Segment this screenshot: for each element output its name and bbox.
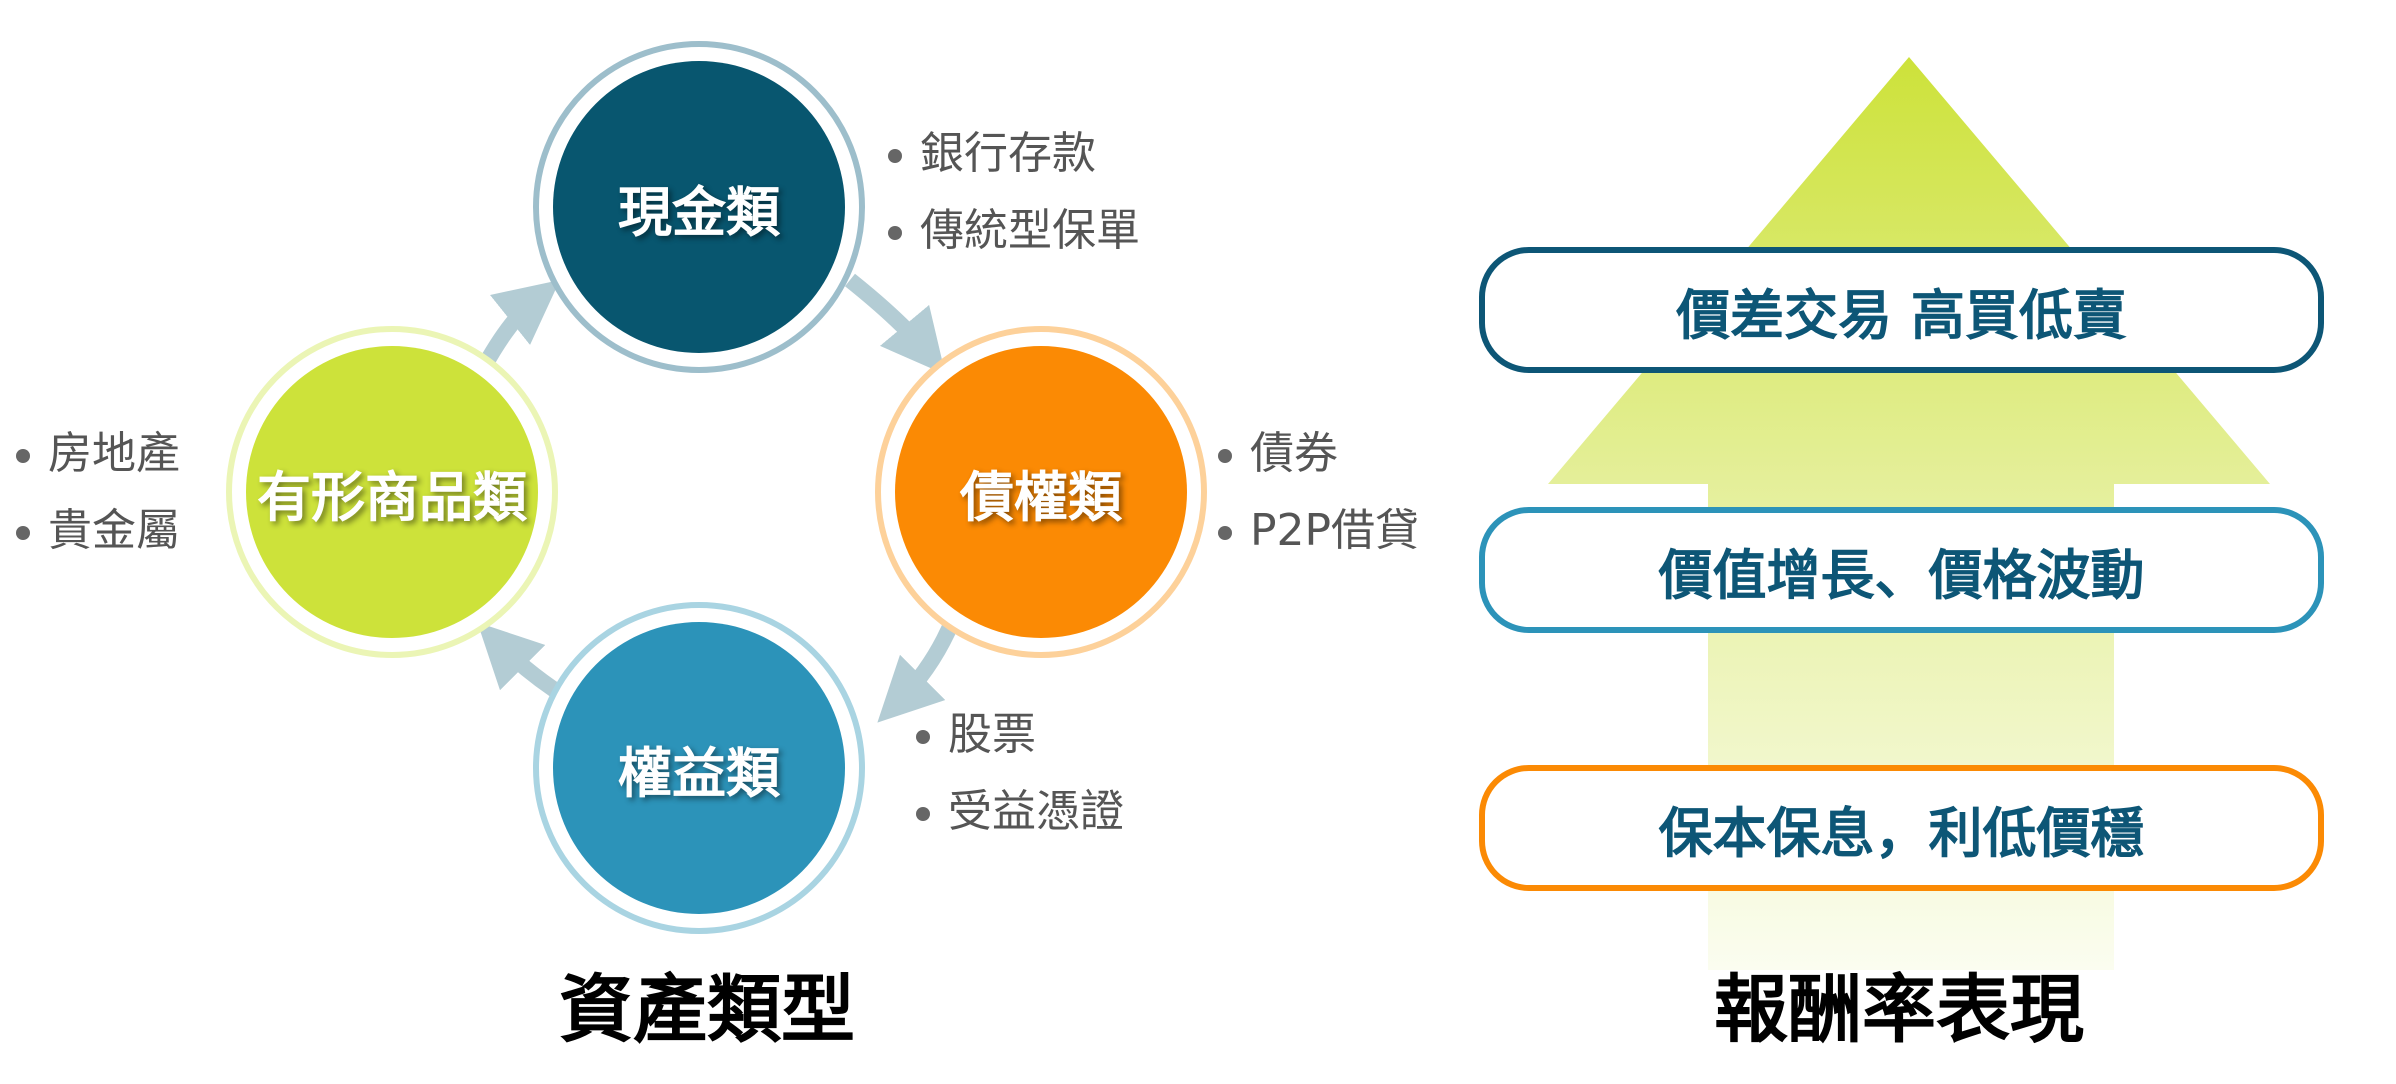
tangible-label: 有形商品類 [257,465,527,529]
tangible-circle: 有形商品類 [246,346,538,638]
example-text: 受益憑證 [948,786,1124,837]
debt-circle: 債權類 [895,346,1187,638]
list-item: 受益憑證 [916,773,1124,850]
example-text: 貴金屬 [48,505,180,556]
returns-title: 報酬率表現 [1714,967,2084,1053]
example-text: 傳統型保單 [920,205,1140,256]
list-item: 房地產 [16,415,180,492]
equity-circle: 權益類 [553,622,845,914]
example-text: 房地產 [48,428,180,479]
level-label: 價值增長、價格波動 [1658,543,2145,607]
arrow-tangible-to-cash [478,280,560,369]
debt-examples: 債券 P2P借貸 [1218,415,1419,569]
list-item: 傳統型保單 [888,192,1140,269]
return-level-mid: 價值增長、價格波動 [1479,507,2324,633]
cash-label: 現金類 [618,180,780,244]
asset-types-title: 資產類型 [559,967,855,1053]
level-label: 保本保息，利低價穩 [1658,801,2145,865]
example-text: 債券 [1250,428,1338,479]
equity-label: 權益類 [618,741,780,805]
debt-label: 債權類 [960,465,1122,529]
example-text: P2P借貸 [1250,505,1420,556]
list-item: 貴金屬 [16,492,180,569]
equity-examples: 股票 受益憑證 [916,696,1124,850]
return-level-high: 價差交易 高買低賣 [1479,247,2324,373]
return-level-low: 保本保息，利低價穩 [1479,765,2324,891]
example-text: 股票 [948,709,1036,760]
cash-examples: 銀行存款 傳統型保單 [888,115,1140,269]
cash-circle: 現金類 [553,61,845,353]
tangible-examples: 房地產 貴金屬 [16,415,180,569]
arrow-cash-to-debt [845,273,946,375]
list-item: 債券 [1218,415,1419,492]
list-item: 銀行存款 [888,115,1140,192]
example-text: 銀行存款 [920,128,1096,179]
level-label: 價差交易 高買低賣 [1676,283,2127,347]
list-item: P2P借貸 [1218,492,1419,569]
list-item: 股票 [916,696,1124,773]
